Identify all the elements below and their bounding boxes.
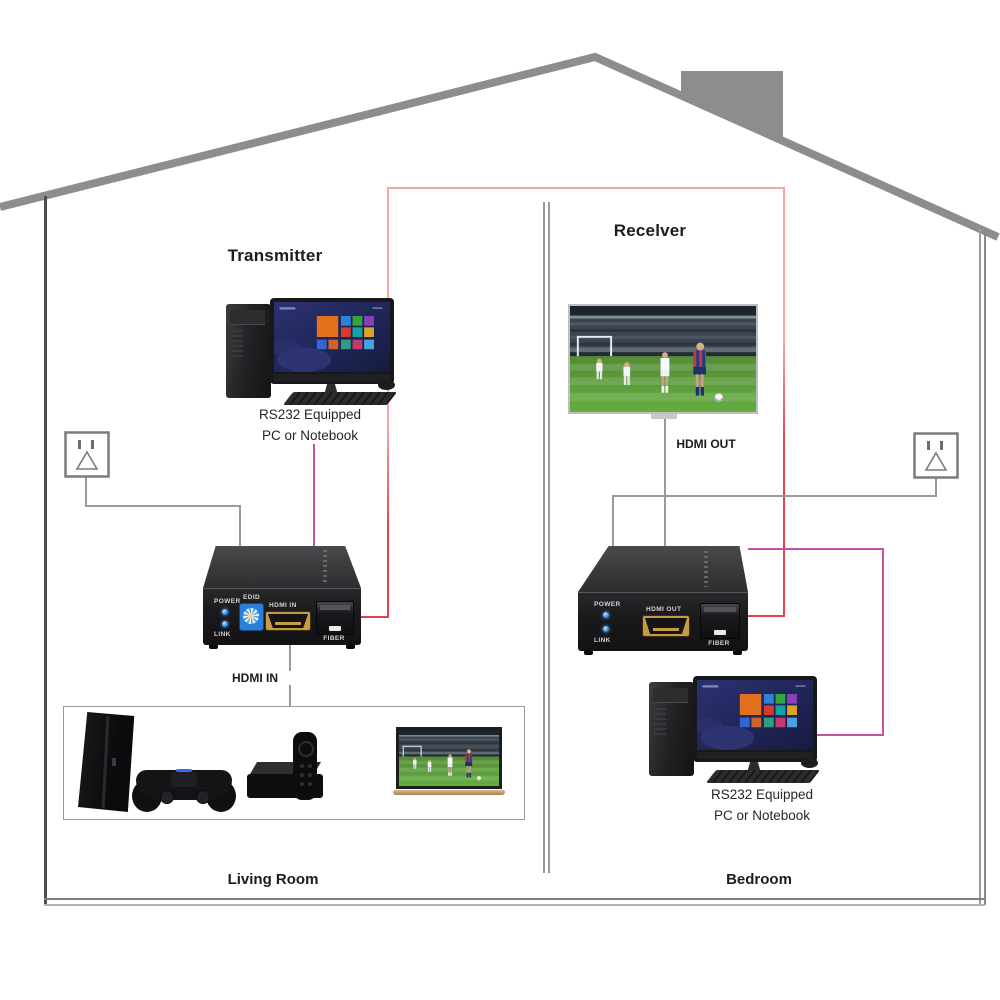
power-outlet-left: [64, 431, 110, 478]
rs232-line-rx-h2: [810, 734, 884, 736]
pc-tower-icon: [226, 304, 271, 398]
hdmi-line-tv: [664, 413, 666, 546]
device-foot: [346, 645, 355, 649]
device-foot: [733, 651, 742, 655]
power-line-left-v2: [239, 505, 241, 552]
rx-pc-caption: RS232 Equipped PC or Notebook: [677, 784, 847, 826]
fiber-link-rx-stub: [730, 615, 785, 617]
tx-link-led: [222, 621, 228, 627]
controller-light-bar: [176, 769, 192, 772]
pc-monitor-icon: [693, 676, 817, 762]
power-line-right-v2: [612, 495, 614, 548]
side-print: [323, 550, 327, 584]
right-wall: [979, 229, 986, 905]
power-line-left-h: [85, 505, 241, 507]
laptop-screen: [396, 727, 502, 789]
tv-stand: [651, 414, 677, 419]
tx-fiber-port: [316, 601, 354, 635]
side-print: [704, 551, 708, 587]
receiver-top-face: [578, 546, 748, 592]
transmitter-unit: POWER LINK EDID HDMI IN FIBER: [203, 546, 361, 649]
hdmi-in-port: [265, 611, 311, 631]
tx-edid-label: EDID: [243, 594, 261, 601]
receiver-unit: POWER LINK HDMI OUT FIBER: [578, 546, 748, 655]
power-line-right-h: [613, 495, 937, 497]
controller-stick: [160, 790, 174, 804]
remote-control-icon: [293, 732, 317, 800]
controller-stick: [196, 790, 210, 804]
chimney: [681, 71, 783, 141]
rx-pc-caption-line1: RS232 Equipped: [710, 787, 814, 802]
rx-power-led: [603, 612, 609, 618]
receiver-front-panel: POWER LINK HDMI OUT FIBER: [578, 592, 748, 655]
source-devices-box: [63, 706, 525, 820]
device-foot: [584, 651, 593, 655]
fiber-link-top: [388, 187, 785, 189]
hdmi-in-label: HDMI IN: [215, 671, 295, 685]
transmitter-title: Transmitter: [227, 246, 323, 265]
transmitter-front-panel: POWER LINK EDID HDMI IN FIBER: [203, 588, 361, 649]
left-wall: [44, 196, 47, 905]
tx-fiber-label: FIBER: [323, 635, 345, 642]
rs232-line-rx-v: [882, 548, 884, 736]
power-line-right-v1: [935, 477, 937, 497]
receiver-title: Recelver: [613, 221, 687, 240]
soccer-screen-icon: [399, 730, 499, 786]
mouse-icon: [378, 380, 395, 390]
room-divider-wall: [543, 202, 550, 873]
hdmi-out-label: HDMI OUT: [666, 437, 746, 451]
windows-screen-icon: [274, 302, 390, 372]
laptop-base: [393, 790, 505, 795]
rx-power-label: POWER: [594, 601, 621, 608]
edid-rotary-dial: [239, 603, 264, 631]
tx-pc-caption-line1: RS232 Equipped: [258, 407, 362, 422]
tx-power-label: POWER: [214, 598, 241, 605]
rs232-line-rx-h1: [748, 548, 884, 550]
tx-hdmi-label: HDMI IN: [269, 602, 297, 609]
pc-tower-icon: [649, 682, 694, 776]
rx-link-label: LINK: [594, 637, 611, 644]
floor: [44, 898, 985, 906]
tx-pc-caption: RS232 Equipped PC or Notebook: [225, 404, 395, 446]
bedroom-label: Bedroom: [726, 871, 792, 888]
living-room-label: Living Room: [227, 871, 319, 888]
keyboard-icon: [282, 392, 398, 405]
tx-power-led: [222, 609, 228, 615]
tx-desktop-pc: [222, 298, 402, 408]
pc-monitor-icon: [270, 298, 394, 384]
fiber-link-right: [783, 187, 785, 617]
hdmi-out-port: [642, 615, 690, 637]
rx-desktop-pc: [645, 676, 825, 786]
transmitter-top-face: [203, 546, 361, 588]
soccer-screen-icon: [570, 306, 756, 412]
controller-touchpad: [171, 772, 197, 787]
rx-link-led: [603, 626, 609, 632]
game-controller-icon: [132, 766, 236, 814]
rx-fiber-label: FIBER: [708, 640, 730, 647]
mouse-icon: [801, 758, 818, 768]
windows-screen-icon: [697, 680, 813, 750]
tx-link-label: LINK: [214, 631, 231, 638]
laptop-icon: [393, 727, 505, 799]
rs232-line-tx: [313, 444, 315, 556]
keyboard-icon: [705, 770, 821, 783]
ps4-console-icon: [78, 712, 135, 812]
tx-pc-caption-line2: PC or Notebook: [261, 428, 359, 443]
rx-hdmi-label: HDMI OUT: [646, 606, 682, 613]
fiber-link-tx-stub: [350, 616, 389, 618]
power-outlet-right: [913, 432, 959, 479]
monitor-stand: [324, 384, 338, 395]
power-line-left-v1: [85, 477, 87, 507]
device-foot: [209, 645, 218, 649]
monitor-stand: [747, 762, 761, 773]
rx-pc-caption-line2: PC or Notebook: [713, 808, 811, 823]
rx-fiber-port: [700, 603, 740, 639]
tv-display: [568, 304, 758, 414]
